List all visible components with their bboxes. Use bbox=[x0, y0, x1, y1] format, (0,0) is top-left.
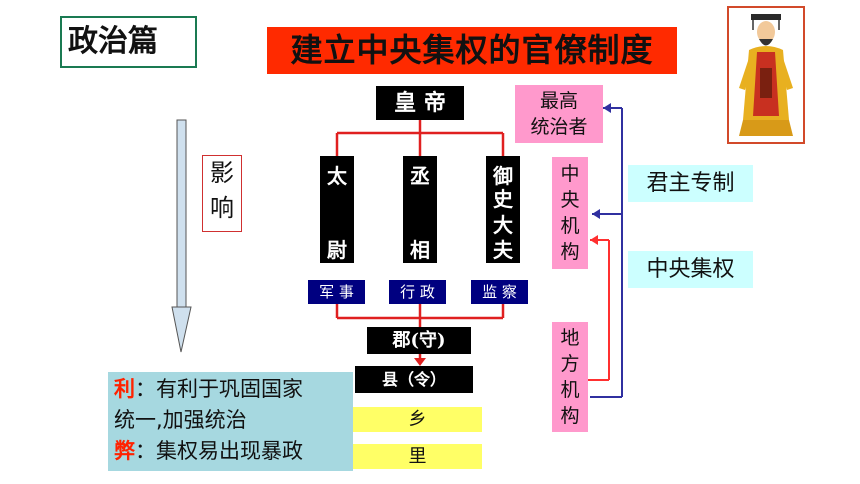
local-org-label: 地 方 机 构 bbox=[552, 322, 588, 432]
minister-taiwei-bottom: 尉 bbox=[327, 238, 347, 262]
role-military: 军 事 bbox=[308, 280, 365, 304]
minister-taiwei: 太 尉 bbox=[320, 156, 354, 263]
village-box: 里 bbox=[353, 444, 482, 469]
influence-label: 影 响 bbox=[202, 155, 242, 232]
emperor-portrait-icon bbox=[739, 14, 793, 136]
emperor-portrait bbox=[727, 6, 805, 144]
role-administration: 行 政 bbox=[389, 280, 446, 304]
con-key: 弊 bbox=[114, 439, 135, 463]
township-box: 乡 bbox=[353, 407, 482, 432]
supreme-ruler-line2: 统治者 bbox=[530, 116, 588, 138]
minister-yushidafu-middle: 史大 bbox=[493, 187, 513, 237]
county-box: 县（令） bbox=[355, 366, 473, 393]
central-org-char-2: 央 bbox=[560, 189, 580, 211]
local-org-char-4: 构 bbox=[560, 405, 580, 427]
down-arrow-icon bbox=[171, 119, 192, 353]
section-label: 政治篇 bbox=[60, 16, 197, 68]
central-org-char-3: 机 bbox=[560, 215, 580, 237]
minister-chengxiang-bottom: 相 bbox=[410, 238, 430, 262]
assessment-box: 利：有利于巩固国家 统一,加强统治 弊：集权易出现暴政 bbox=[108, 372, 353, 471]
minister-yushidafu: 御 史大 夫 bbox=[486, 156, 520, 263]
supreme-ruler-line1: 最高 bbox=[539, 90, 578, 112]
influence-char-2: 响 bbox=[210, 194, 234, 222]
pro-text: ：有利于巩固国家 bbox=[135, 377, 303, 401]
central-org-char-4: 构 bbox=[560, 241, 580, 263]
page-title: 建立中央集权的官僚制度 bbox=[267, 27, 677, 74]
influence-char-1: 影 bbox=[210, 159, 234, 187]
minister-yushidafu-bottom: 夫 bbox=[493, 238, 513, 262]
supreme-ruler-label: 最高 统治者 bbox=[515, 85, 603, 143]
role-supervision: 监 察 bbox=[471, 280, 528, 304]
minister-taiwei-top: 太 bbox=[327, 164, 347, 188]
pro-key: 利 bbox=[114, 377, 135, 401]
assessment-pro-row-2: 统一,加强统治 bbox=[114, 408, 247, 432]
minister-yushidafu-top: 御 bbox=[493, 164, 513, 188]
minister-chengxiang-top: 丞 bbox=[410, 164, 430, 188]
central-org-label: 中 央 机 构 bbox=[552, 157, 588, 269]
local-org-char-2: 方 bbox=[560, 353, 580, 375]
local-org-char-3: 机 bbox=[560, 379, 580, 401]
con-text: ：集权易出现暴政 bbox=[135, 439, 303, 463]
minister-chengxiang: 丞 相 bbox=[403, 156, 437, 263]
commandery-box: 郡(守) bbox=[367, 327, 471, 354]
emperor-box: 皇 帝 bbox=[376, 86, 464, 120]
local-org-char-1: 地 bbox=[560, 327, 580, 349]
central-org-char-1: 中 bbox=[560, 163, 580, 185]
centralization-label: 中央集权 bbox=[628, 251, 753, 288]
autocracy-label: 君主专制 bbox=[628, 165, 753, 202]
assessment-con-row: 弊：集权易出现暴政 bbox=[114, 436, 347, 467]
assessment-pro-row: 利：有利于巩固国家 bbox=[114, 374, 347, 405]
